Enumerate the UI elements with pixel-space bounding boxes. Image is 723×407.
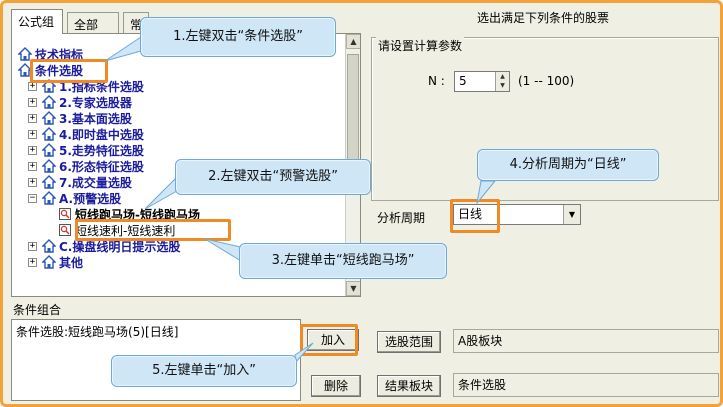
period-label: 分析周期 <box>377 211 426 225</box>
tree-item-label: 4.即时盘中选股 <box>59 128 144 142</box>
condition-pane: 选出满足下列条件的股票 请设置计算参数 N : 5 ▲ ▼ (1 -- 100)… <box>365 9 720 404</box>
spin-down-icon[interactable]: ▼ <box>500 82 505 89</box>
n-value[interactable]: 5 <box>459 74 467 88</box>
house-icon <box>41 159 57 173</box>
tree-item[interactable]: 条件选股 <box>16 63 346 79</box>
tree-item-label: 条件选股 <box>35 64 84 78</box>
house-icon <box>17 47 33 61</box>
scroll-down-icon[interactable]: ▼ <box>346 281 360 296</box>
tree-item-label: 其他 <box>59 256 84 270</box>
tree-item-label: 3.基本面选股 <box>59 112 132 126</box>
n-spin-buttons[interactable]: ▲ ▼ <box>495 72 509 91</box>
tree-item[interactable]: +3.基本面选股 <box>16 111 346 127</box>
expand-icon[interactable]: + <box>28 113 37 123</box>
condition-item[interactable]: 条件选股:短线跑马场(5)[日线] <box>16 325 179 339</box>
formula-tree: 技术指标条件选股+1.指标条件选股+2.专家选股器+3.基本面选股+4.即时盘中… <box>16 47 346 271</box>
house-icon <box>41 239 57 253</box>
callout-step-2: 2.左键双击“预警选股” <box>175 159 371 195</box>
tree-item[interactable]: +1.指标条件选股 <box>16 79 346 95</box>
house-icon <box>41 255 57 269</box>
tree-item-label: 5.走势特征选股 <box>59 144 144 158</box>
parameter-group: 请设置计算参数 N : 5 ▲ ▼ (1 -- 100) <box>371 37 719 201</box>
tab-formula-group[interactable]: 公式组 <box>11 9 63 34</box>
callout-step-4: 4.分析周期为“日线” <box>477 149 659 181</box>
n-label: N : <box>428 74 445 88</box>
parameter-group-title: 请设置计算参数 <box>376 37 465 54</box>
tree-item-label: 1.指标条件选股 <box>59 80 144 94</box>
house-icon <box>41 175 57 189</box>
house-icon <box>41 111 57 125</box>
n-range-hint: (1 -- 100) <box>518 74 575 88</box>
callout-2-pointer <box>144 175 178 210</box>
formula-pane: 公式组 全部 常 技术指标条件选股+1.指标条件选股+2.专家选股器+3.基本面… <box>9 9 361 404</box>
tree-item-label: 短线跑马场-短线跑马场 <box>75 208 200 222</box>
tree-item-label: C.操盘线明日提示选股 <box>59 240 181 254</box>
scroll-up-icon[interactable]: ▲ <box>346 34 360 49</box>
tree-item-label: 短线速利-短线速利 <box>75 224 176 238</box>
result-board-button[interactable]: 结果板块 <box>377 375 441 397</box>
house-icon <box>41 127 57 141</box>
callout-4-pointer <box>476 180 497 205</box>
condition-group-label: 条件组合 <box>13 303 62 317</box>
stock-range-value: A股板块 <box>453 329 719 353</box>
tree-item[interactable]: +6.形态特征选股 <box>16 159 346 175</box>
scroll-thumb[interactable] <box>347 54 359 174</box>
expand-icon[interactable]: + <box>28 81 37 91</box>
chevron-down-icon[interactable]: ▼ <box>563 205 580 224</box>
delete-button[interactable]: 删除 <box>311 375 361 397</box>
expand-icon[interactable]: + <box>28 241 37 251</box>
result-board-value: 条件选股 <box>453 373 719 397</box>
tree-item[interactable]: +2.专家选股器 <box>16 95 346 111</box>
formula-icon <box>58 223 72 237</box>
stock-range-button[interactable]: 选股范围 <box>377 331 441 353</box>
tree-item-label: 6.形态特征选股 <box>59 160 144 174</box>
callout-3-pointer <box>204 238 242 262</box>
period-select[interactable]: 日线 ▼ <box>453 204 581 225</box>
expand-icon[interactable]: + <box>28 129 37 139</box>
callout-step-5: 5.左键单击“加入” <box>111 355 297 387</box>
spin-up-icon[interactable]: ▲ <box>500 73 505 80</box>
house-icon <box>41 79 57 93</box>
tree-item-label: 技术指标 <box>35 48 84 62</box>
callout-step-3: 3.左键单击“短线跑马场” <box>239 243 447 279</box>
expand-icon[interactable]: + <box>28 145 37 155</box>
expand-icon[interactable]: + <box>28 161 37 171</box>
tree-item[interactable]: +7.成交量选股 <box>16 175 346 191</box>
expand-icon[interactable]: + <box>28 257 37 267</box>
tree-item[interactable]: 短线跑马场-短线跑马场 <box>16 207 346 223</box>
tree-item[interactable]: +5.走势特征选股 <box>16 143 346 159</box>
tree-item[interactable]: + 其他 <box>16 255 346 271</box>
house-icon <box>17 63 33 77</box>
tree-item[interactable]: 短线速利-短线速利 <box>16 223 346 239</box>
tree-item[interactable]: − A.预警选股 <box>16 191 346 207</box>
collapse-icon[interactable]: − <box>28 193 37 203</box>
callout-1-pointer <box>104 36 142 62</box>
house-icon <box>41 191 57 205</box>
pane-title: 选出满足下列条件的股票 <box>476 11 609 25</box>
formula-tabs: 公式组 全部 常 <box>9 9 361 34</box>
tree-item-label: A.预警选股 <box>59 192 122 206</box>
tree-item-label: 2.专家选股器 <box>59 96 132 110</box>
tree-item[interactable]: 技术指标 <box>16 47 346 63</box>
tree-item[interactable]: +4.即时盘中选股 <box>16 127 346 143</box>
expand-icon[interactable]: + <box>28 177 37 187</box>
formula-icon <box>58 207 72 221</box>
tree-item-label: 7.成交量选股 <box>59 176 132 190</box>
period-value[interactable]: 日线 <box>458 207 483 221</box>
tab-all[interactable]: 全部 <box>67 12 119 33</box>
callout-step-1: 1.左键双击“条件选股” <box>140 17 336 57</box>
add-button[interactable]: 加入 <box>307 329 359 351</box>
house-icon <box>41 95 57 109</box>
n-stepper[interactable]: 5 ▲ ▼ <box>454 71 510 92</box>
house-icon <box>41 143 57 157</box>
tree-item[interactable]: + C.操盘线明日提示选股 <box>16 239 346 255</box>
expand-icon[interactable]: + <box>28 97 37 107</box>
